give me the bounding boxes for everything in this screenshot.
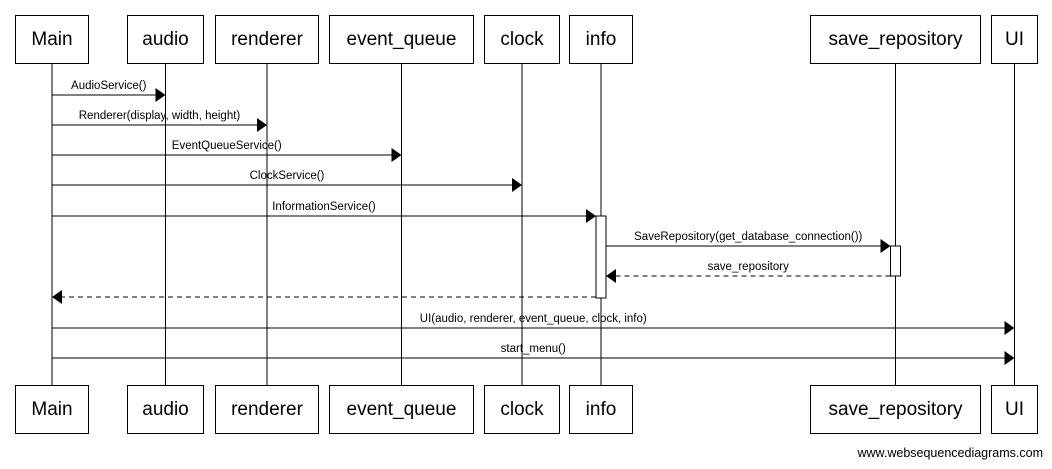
message-label-1: Renderer(display, width, height) [78, 110, 241, 122]
message-arrowhead-0 [155, 88, 166, 102]
participant-bottom-main: Main [15, 385, 89, 434]
message-label-9: start_menu() [500, 343, 566, 355]
message-arrowhead-1 [257, 118, 267, 132]
message-arrowhead-5 [880, 239, 891, 253]
message-arrowhead-6 [606, 269, 616, 283]
activation-info [595, 215, 607, 299]
message-arrowhead-3 [512, 178, 522, 192]
participant-top-renderer: renderer [215, 15, 319, 64]
participant-top-event-queue: event_queue [329, 15, 474, 64]
participant-bottom-renderer: renderer [215, 385, 319, 434]
participant-bottom-clock: clock [484, 385, 560, 434]
message-arrowhead-9 [1004, 351, 1015, 365]
participant-top-ui: UI [991, 15, 1038, 64]
message-label-6: save_repository [707, 261, 789, 273]
participant-top-info: info [569, 15, 633, 64]
message-arrowhead-2 [391, 148, 402, 162]
participant-bottom-ui: UI [991, 385, 1038, 434]
message-arrowhead-4 [586, 209, 596, 223]
participant-top-save-repository: save_repository [810, 15, 981, 64]
participant-top-clock: clock [484, 15, 560, 64]
participant-bottom-audio: audio [127, 385, 204, 434]
message-arrowhead-7 [52, 290, 62, 304]
message-label-4: InformationService() [272, 201, 376, 213]
message-arrowhead-8 [1004, 321, 1015, 335]
footer-watermark[interactable]: www.websequencediagrams.com [857, 446, 1043, 460]
activation-save-repository [890, 245, 901, 277]
message-label-2: EventQueueService() [171, 140, 282, 152]
participant-bottom-info: info [569, 385, 633, 434]
participant-bottom-event-queue: event_queue [329, 385, 474, 434]
message-label-0: AudioService() [71, 80, 147, 92]
message-label-3: ClockService() [249, 170, 325, 182]
participant-top-main: Main [15, 15, 89, 64]
participant-top-audio: audio [127, 15, 204, 64]
message-label-8: UI(audio, renderer, event_queue, clock, … [419, 313, 647, 325]
message-label-5: SaveRepository(get_database_connection()… [634, 231, 863, 243]
participant-bottom-save-repository: save_repository [810, 385, 981, 434]
